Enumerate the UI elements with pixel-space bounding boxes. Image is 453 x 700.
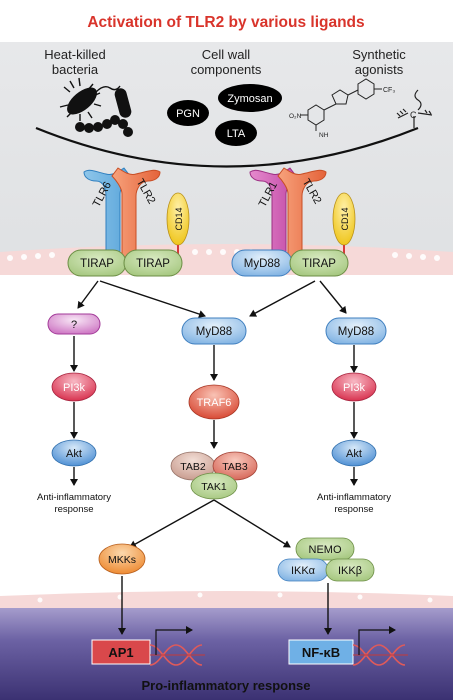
- svg-text:MyD88: MyD88: [338, 326, 374, 338]
- tlr2-receptor-left: [111, 167, 161, 259]
- nucleus-region: [0, 608, 453, 700]
- svg-text:TAB3: TAB3: [222, 461, 248, 473]
- svg-text:MKKs: MKKs: [108, 554, 136, 566]
- myd88-right: MyD88: [325, 317, 387, 345]
- svg-text:TRAF6: TRAF6: [197, 397, 232, 409]
- pi3k-left: PI3k: [51, 372, 97, 402]
- svg-text:TIRAP: TIRAP: [302, 258, 336, 270]
- nitro-group-label: O₂N: [289, 113, 302, 120]
- tab2: TAB2: [170, 451, 216, 481]
- svg-text:NF-κB: NF-κB: [302, 645, 340, 660]
- svg-text:MyD88: MyD88: [196, 326, 232, 338]
- svg-text:PI3k: PI3k: [63, 382, 86, 394]
- pi3k-right: PI3k: [331, 372, 377, 402]
- nfkb-transcription-factor: NF-κB: [288, 639, 354, 665]
- ligand-boundary-curve: [35, 126, 419, 168]
- svg-text:Akt: Akt: [346, 448, 362, 460]
- svg-text:AP1: AP1: [108, 645, 133, 660]
- svg-text:LTA: LTA: [227, 128, 246, 140]
- mkks: MKKs: [98, 543, 146, 575]
- svg-text:TIRAP: TIRAP: [136, 258, 170, 270]
- tab3: TAB3: [212, 451, 258, 481]
- svg-text:TAK1: TAK1: [201, 481, 227, 493]
- nucleus-arrows: [118, 576, 332, 635]
- cd14-label-left: CD14: [174, 207, 184, 230]
- unknown-adaptor: ?: [47, 313, 101, 335]
- arrows: [70, 280, 358, 548]
- svg-text:MyD88: MyD88: [244, 258, 280, 270]
- zymosan-ligand: Zymosan: [218, 84, 282, 112]
- svg-text:PI3k: PI3k: [343, 382, 366, 394]
- nemo: NEMO: [295, 537, 355, 561]
- tirap-right: TIRAP: [289, 249, 349, 277]
- svg-text:Zymosan: Zymosan: [227, 93, 272, 105]
- diagram-title: Activation of TLR2 by various ligands: [87, 14, 364, 31]
- pgn-ligand: PGN: [167, 100, 209, 126]
- pro-inflammatory-label: Pro-inflammatory response: [141, 678, 310, 693]
- myd88-adaptor-right: MyD88: [231, 249, 293, 277]
- nh-group-label: NH: [319, 132, 329, 139]
- tirap-left-b: TIRAP: [123, 249, 183, 277]
- ikk-beta: IKKβ: [325, 558, 375, 582]
- akt-right: Akt: [331, 439, 377, 467]
- synthetic-molecule-icon: [300, 78, 382, 131]
- lipopeptide-icon: [396, 89, 433, 128]
- nuclear-membrane: [0, 591, 453, 610]
- myd88-center: MyD88: [181, 317, 247, 345]
- svg-text:IKKα: IKKα: [291, 565, 316, 577]
- extracellular-region: [0, 42, 453, 274]
- svg-text:TIRAP: TIRAP: [80, 258, 114, 270]
- dna-helix-nfkb: [352, 626, 408, 666]
- svg-text:Akt: Akt: [66, 448, 82, 460]
- svg-text:IKKβ: IKKβ: [338, 565, 362, 577]
- tirap-left-a: TIRAP: [67, 249, 127, 277]
- cd14-label-right: CD14: [340, 207, 350, 230]
- svg-text:?: ?: [71, 319, 77, 331]
- tlr2-receptor-right: [277, 167, 327, 259]
- ikk-alpha: IKKα: [277, 558, 329, 582]
- carbon-atom-label: C: [410, 110, 417, 120]
- cf3-group-label: CF₃: [383, 87, 395, 94]
- svg-text:TAB2: TAB2: [180, 461, 206, 473]
- tak1: TAK1: [190, 472, 238, 500]
- ap1-transcription-factor: AP1: [91, 639, 151, 665]
- svg-text:PGN: PGN: [176, 108, 200, 120]
- nuclear-membrane-dots: [37, 592, 433, 603]
- traf6: TRAF6: [188, 384, 240, 420]
- lta-ligand: LTA: [215, 120, 257, 146]
- svg-text:NEMO: NEMO: [309, 544, 342, 556]
- dna-helix-ap1: [149, 626, 205, 666]
- akt-left: Akt: [51, 439, 97, 467]
- bacteria-icon: [59, 77, 133, 137]
